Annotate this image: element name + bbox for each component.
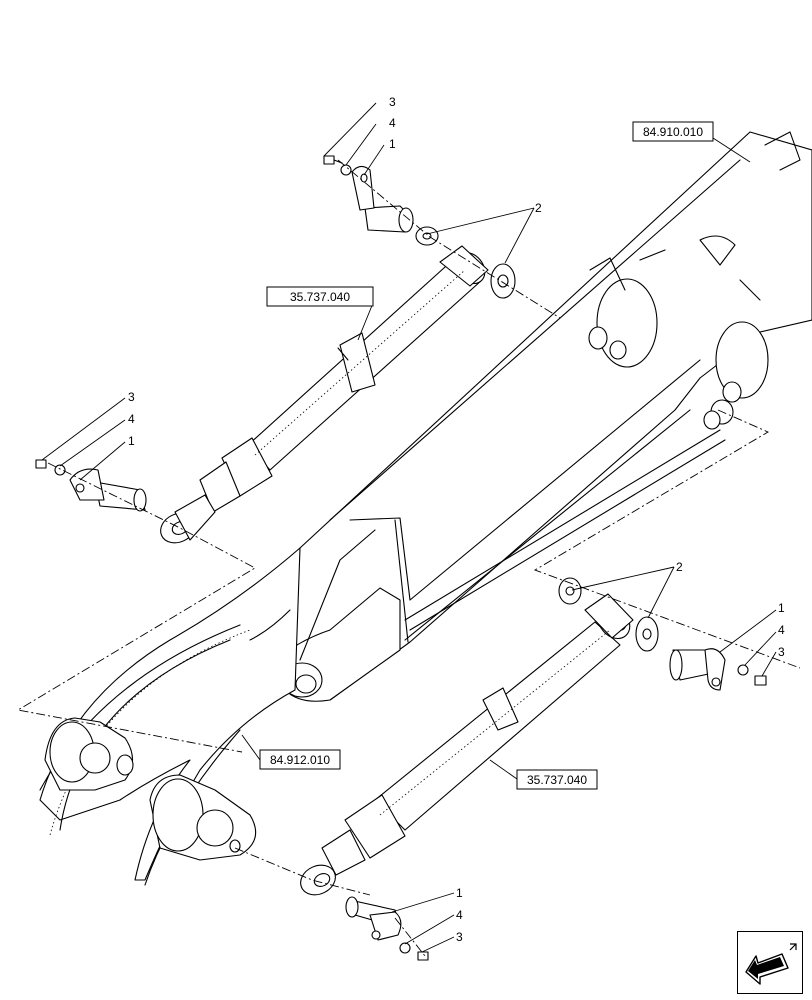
reference-upper-cylinder[interactable]: 35.737.040 xyxy=(266,286,374,307)
back-arrow-icon xyxy=(745,943,797,985)
callout-upper-spacers: 2 xyxy=(535,201,542,215)
reference-arm-label: 84.910.010 xyxy=(643,125,703,139)
callout-bottom-bolt: 3 xyxy=(456,930,463,944)
lower-cylinder xyxy=(300,593,634,896)
reference-boom[interactable]: 84.912.010 xyxy=(259,749,341,770)
callout-right-pin: 1 xyxy=(778,601,785,615)
upper-cylinder xyxy=(160,245,489,544)
callout-bottom-pin: 1 xyxy=(456,886,463,900)
right-pin-assembly xyxy=(558,577,767,691)
callout-upper-bolt: 3 xyxy=(389,95,396,109)
leader-lines xyxy=(41,102,777,953)
arm-structure xyxy=(274,131,812,702)
upper-pin-assembly xyxy=(323,155,516,299)
callouts: 3 4 1 2 3 4 1 2 1 4 3 1 4 3 xyxy=(128,95,785,944)
reference-arm[interactable]: 84.910.010 xyxy=(632,121,714,142)
callout-upper-washer: 4 xyxy=(389,116,396,130)
callout-right-bolt: 3 xyxy=(778,645,785,659)
callout-bottom-washer: 4 xyxy=(456,908,463,922)
reference-lower-cylinder-label: 35.737.040 xyxy=(527,773,587,787)
callout-lower-spacers: 2 xyxy=(676,560,683,574)
back-navigation-button[interactable] xyxy=(737,931,803,994)
center-lines xyxy=(16,159,801,957)
callout-left-pin: 1 xyxy=(128,434,135,448)
reference-boom-label: 84.912.010 xyxy=(270,753,330,767)
reference-upper-cylinder-label: 35.737.040 xyxy=(290,290,350,304)
callout-left-washer: 4 xyxy=(128,412,135,426)
callout-right-washer: 4 xyxy=(778,623,785,637)
bottom-pin-assembly xyxy=(345,896,429,961)
left-pin-assembly xyxy=(35,459,147,512)
callout-left-bolt: 3 xyxy=(128,390,135,404)
boom-structure xyxy=(39,429,726,886)
reference-lower-cylinder[interactable]: 35.737.040 xyxy=(516,769,598,790)
callout-upper-pin: 1 xyxy=(389,137,396,151)
